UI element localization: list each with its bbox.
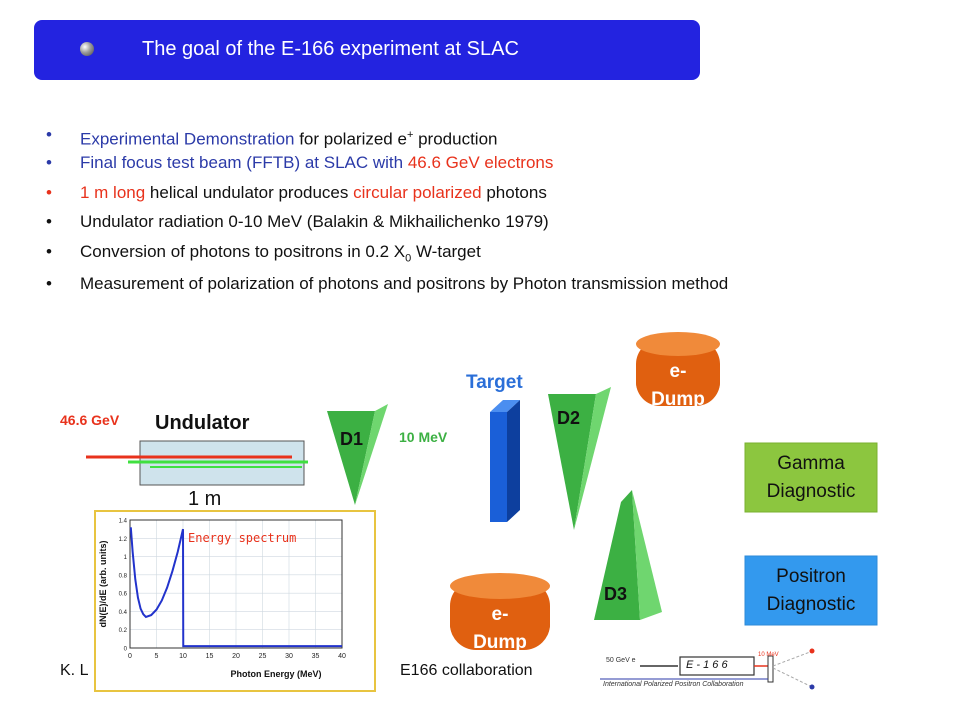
spectrum-xtick-label: 40 — [338, 653, 346, 660]
d1-magnet-side — [355, 404, 388, 505]
bullet-text-part: 0 — [405, 252, 412, 265]
bullet-text-part: circular polarized — [353, 183, 482, 202]
dump-top-label: e- Dump — [636, 358, 720, 414]
undulator-length-label: 1 m — [188, 488, 222, 510]
logo-energy-in: 50 GeV e — [606, 657, 636, 664]
spectrum-xtick-label: 10 — [179, 653, 187, 660]
bullet-dot: • — [46, 125, 52, 144]
bullet-text-part: helical undulator produces — [145, 183, 354, 202]
bullet-text-part: 46.6 GeV electrons — [407, 153, 554, 172]
bullet-text-part: Undulator radiation 0-10 MeV (Balakin & … — [80, 212, 549, 231]
bullet-text-part: + — [406, 129, 414, 141]
bullet-dot: • — [46, 212, 52, 231]
gamma-diagnostic-box — [744, 442, 878, 513]
positron-diagnostic-box — [744, 555, 878, 626]
footer-author: K. L — [60, 662, 89, 679]
bullet-text: Final focus test beam (FFTB) at SLAC wit… — [80, 152, 840, 174]
bullet-dot: • — [46, 242, 52, 261]
target-plate — [490, 412, 507, 522]
title-bar — [34, 20, 700, 80]
bullet-text: Experimental Demonstration for polarized… — [80, 124, 840, 151]
spectrum-xtick-label: 5 — [155, 653, 159, 660]
bullet-text: Conversion of photons to positrons in 0.… — [80, 241, 840, 269]
footer-collaboration: E166 collaboration — [400, 662, 533, 679]
spectrum-ytick-label: 0.8 — [119, 573, 128, 579]
dump-bottom-line1: e- — [491, 604, 509, 625]
bullet-dot: • — [46, 274, 52, 293]
spectrum-ytick-label: 0 — [124, 647, 128, 653]
spectrum-ytick-label: 0.4 — [119, 610, 128, 616]
dump-bottom-line2: Dump — [473, 632, 527, 653]
dump-top — [636, 340, 720, 406]
logo-title: E - 1 6 6 — [686, 659, 728, 671]
bullet-text-part: Conversion of photons to positrons in 0.… — [80, 242, 406, 261]
spectrum-ytick-label: 0.2 — [119, 628, 128, 634]
bullet-text: Measurement of polarization of photons a… — [80, 273, 840, 295]
d2-label: D2 — [557, 408, 581, 428]
target-side — [507, 400, 520, 522]
spectrum-xtick-label: 25 — [259, 653, 267, 660]
bullet-dot: • — [46, 183, 52, 202]
spectrum-xlabel: Photon Energy (MeV) — [230, 669, 321, 679]
target-top — [490, 400, 520, 412]
e166-logo — [600, 648, 815, 690]
spectrum-xtick-label: 35 — [312, 653, 320, 660]
bullet-dot: • — [46, 153, 52, 172]
spectrum-ytick-label: 1.2 — [119, 537, 128, 543]
spectrum-title-label: Energy spectrum — [188, 531, 296, 545]
spectrum-ytick-label: 0.6 — [119, 592, 128, 598]
target-label: Target — [466, 372, 523, 393]
d2-magnet-side — [574, 387, 611, 530]
logo-energy-out: 10 MeV — [758, 652, 779, 658]
spectrum-xtick-label: 30 — [285, 653, 293, 660]
positron-diagnostic-label: Positron Diagnostic — [745, 563, 877, 619]
bullet-text-part: 1 m long — [80, 183, 146, 202]
positron-line1: Positron — [776, 566, 846, 587]
dump-bottom-label: e- Dump — [450, 601, 550, 657]
gamma-diagnostic-label: Gamma Diagnostic — [745, 450, 877, 506]
d3-magnet — [594, 490, 640, 620]
spectrum-xtick-label: 0 — [128, 653, 132, 660]
gamma-line1: Gamma — [777, 453, 845, 474]
bullet-text: 1 m long helical undulator produces circ… — [80, 182, 840, 204]
d1-magnet — [327, 411, 375, 505]
page-title: The goal of the E-166 experiment at SLAC — [142, 38, 519, 60]
positron-line2: Diagnostic — [766, 594, 856, 615]
bullet-text-part: Measurement of polarization of photons a… — [80, 274, 729, 293]
bullet-text-part: Experimental Demonstration — [80, 129, 295, 149]
dump-top-line1: e- — [669, 361, 687, 382]
beam-energy-label: 46.6 GeV — [60, 412, 120, 428]
spectrum-ylabel: dN(E)/dE (arb. units) — [98, 541, 108, 628]
spectrum-xtick-label: 20 — [232, 653, 240, 660]
energy-spectrum-plot: 0 5 10 15 20 25 30 35 40 0 0.2 0.4 0.6 0.8 1 1.2 1.4Phot… — [98, 519, 346, 680]
d2-magnet — [548, 394, 596, 530]
d3-label: D3 — [604, 584, 628, 604]
bullet-text-part: W-target — [411, 242, 481, 261]
spectrum-frame — [129, 519, 343, 649]
d3-magnet-side — [632, 490, 662, 620]
spectrum-ytick-label: 1 — [124, 555, 128, 561]
d1-label: D1 — [340, 429, 364, 449]
dump-top-cap — [636, 332, 720, 356]
bullet-text-part: production — [413, 129, 498, 149]
bullet-text-part: photons — [481, 183, 547, 202]
bullet-text: Undulator radiation 0-10 MeV (Balakin & … — [80, 211, 840, 233]
spectrum-ytick-label: 1.4 — [119, 519, 128, 525]
spectrum-xtick-label: 15 — [206, 653, 214, 660]
dump-bottom-cap — [450, 573, 550, 599]
dump-bottom — [450, 580, 550, 650]
undulator-label: Undulator — [155, 412, 250, 434]
spectrum-curve — [129, 527, 342, 648]
photon-energy-label: 10 MeV — [399, 429, 448, 445]
bullet-text-part: for polarized e — [294, 129, 407, 149]
dump-top-line2: Dump — [651, 389, 705, 410]
gamma-line2: Diagnostic — [766, 481, 856, 502]
bullet-text-part: Final focus test beam (FFTB) at SLAC wit… — [80, 153, 408, 172]
logo-caption: International Polarized Positron Collabo… — [603, 681, 744, 688]
title-bullet-icon — [80, 42, 94, 56]
